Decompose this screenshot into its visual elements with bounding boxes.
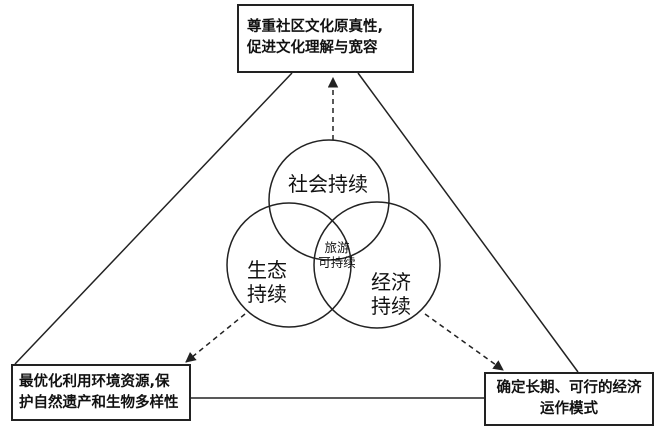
circle-economic — [313, 201, 441, 329]
ecological-label-line1: 生态 — [247, 258, 287, 282]
economy-goal-line2: 运作模式 — [540, 401, 598, 417]
economic-label-line1: 经济 — [371, 270, 411, 294]
economy-goal-line1: 确定长期、可行的经济 — [496, 380, 642, 396]
environment-goal-line2: 护自然遗产和生物多样性 — [19, 395, 179, 411]
environment-goal-box: 最优化利用环境资源,保 护自然遗产和生物多样性 — [11, 364, 191, 421]
arrow-to-economy — [424, 313, 504, 371]
arrow-to-environment — [185, 313, 246, 363]
culture-goal-line1: 尊重社区文化原真性, — [247, 19, 384, 35]
ecological-label-line2: 持续 — [247, 282, 287, 306]
center-label-line2: 可持续 — [318, 255, 356, 270]
circle-ecological — [226, 202, 352, 328]
ecological-sustainability-label: 生态 持续 — [232, 258, 302, 306]
culture-goal-line2: 促进文化理解与宽容 — [247, 40, 378, 56]
triangle-left-edge — [14, 72, 293, 365]
circle-social — [268, 139, 390, 261]
economic-label-line2: 持续 — [371, 294, 411, 318]
culture-goal-box: 尊重社区文化原真性, 促进文化理解与宽容 — [237, 4, 414, 73]
triangle-right-edge — [357, 72, 579, 373]
tourism-sustainability-center-label: 旅游 可持续 — [305, 240, 369, 270]
economic-sustainability-label: 经济 持续 — [356, 270, 426, 318]
economy-goal-box: 确定长期、可行的经济 运作模式 — [484, 372, 654, 426]
environment-goal-line1: 最优化利用环境资源,保 — [19, 374, 170, 390]
center-label-line1: 旅游 — [324, 240, 350, 255]
social-sustainability-label: 社会持续 — [288, 172, 368, 196]
